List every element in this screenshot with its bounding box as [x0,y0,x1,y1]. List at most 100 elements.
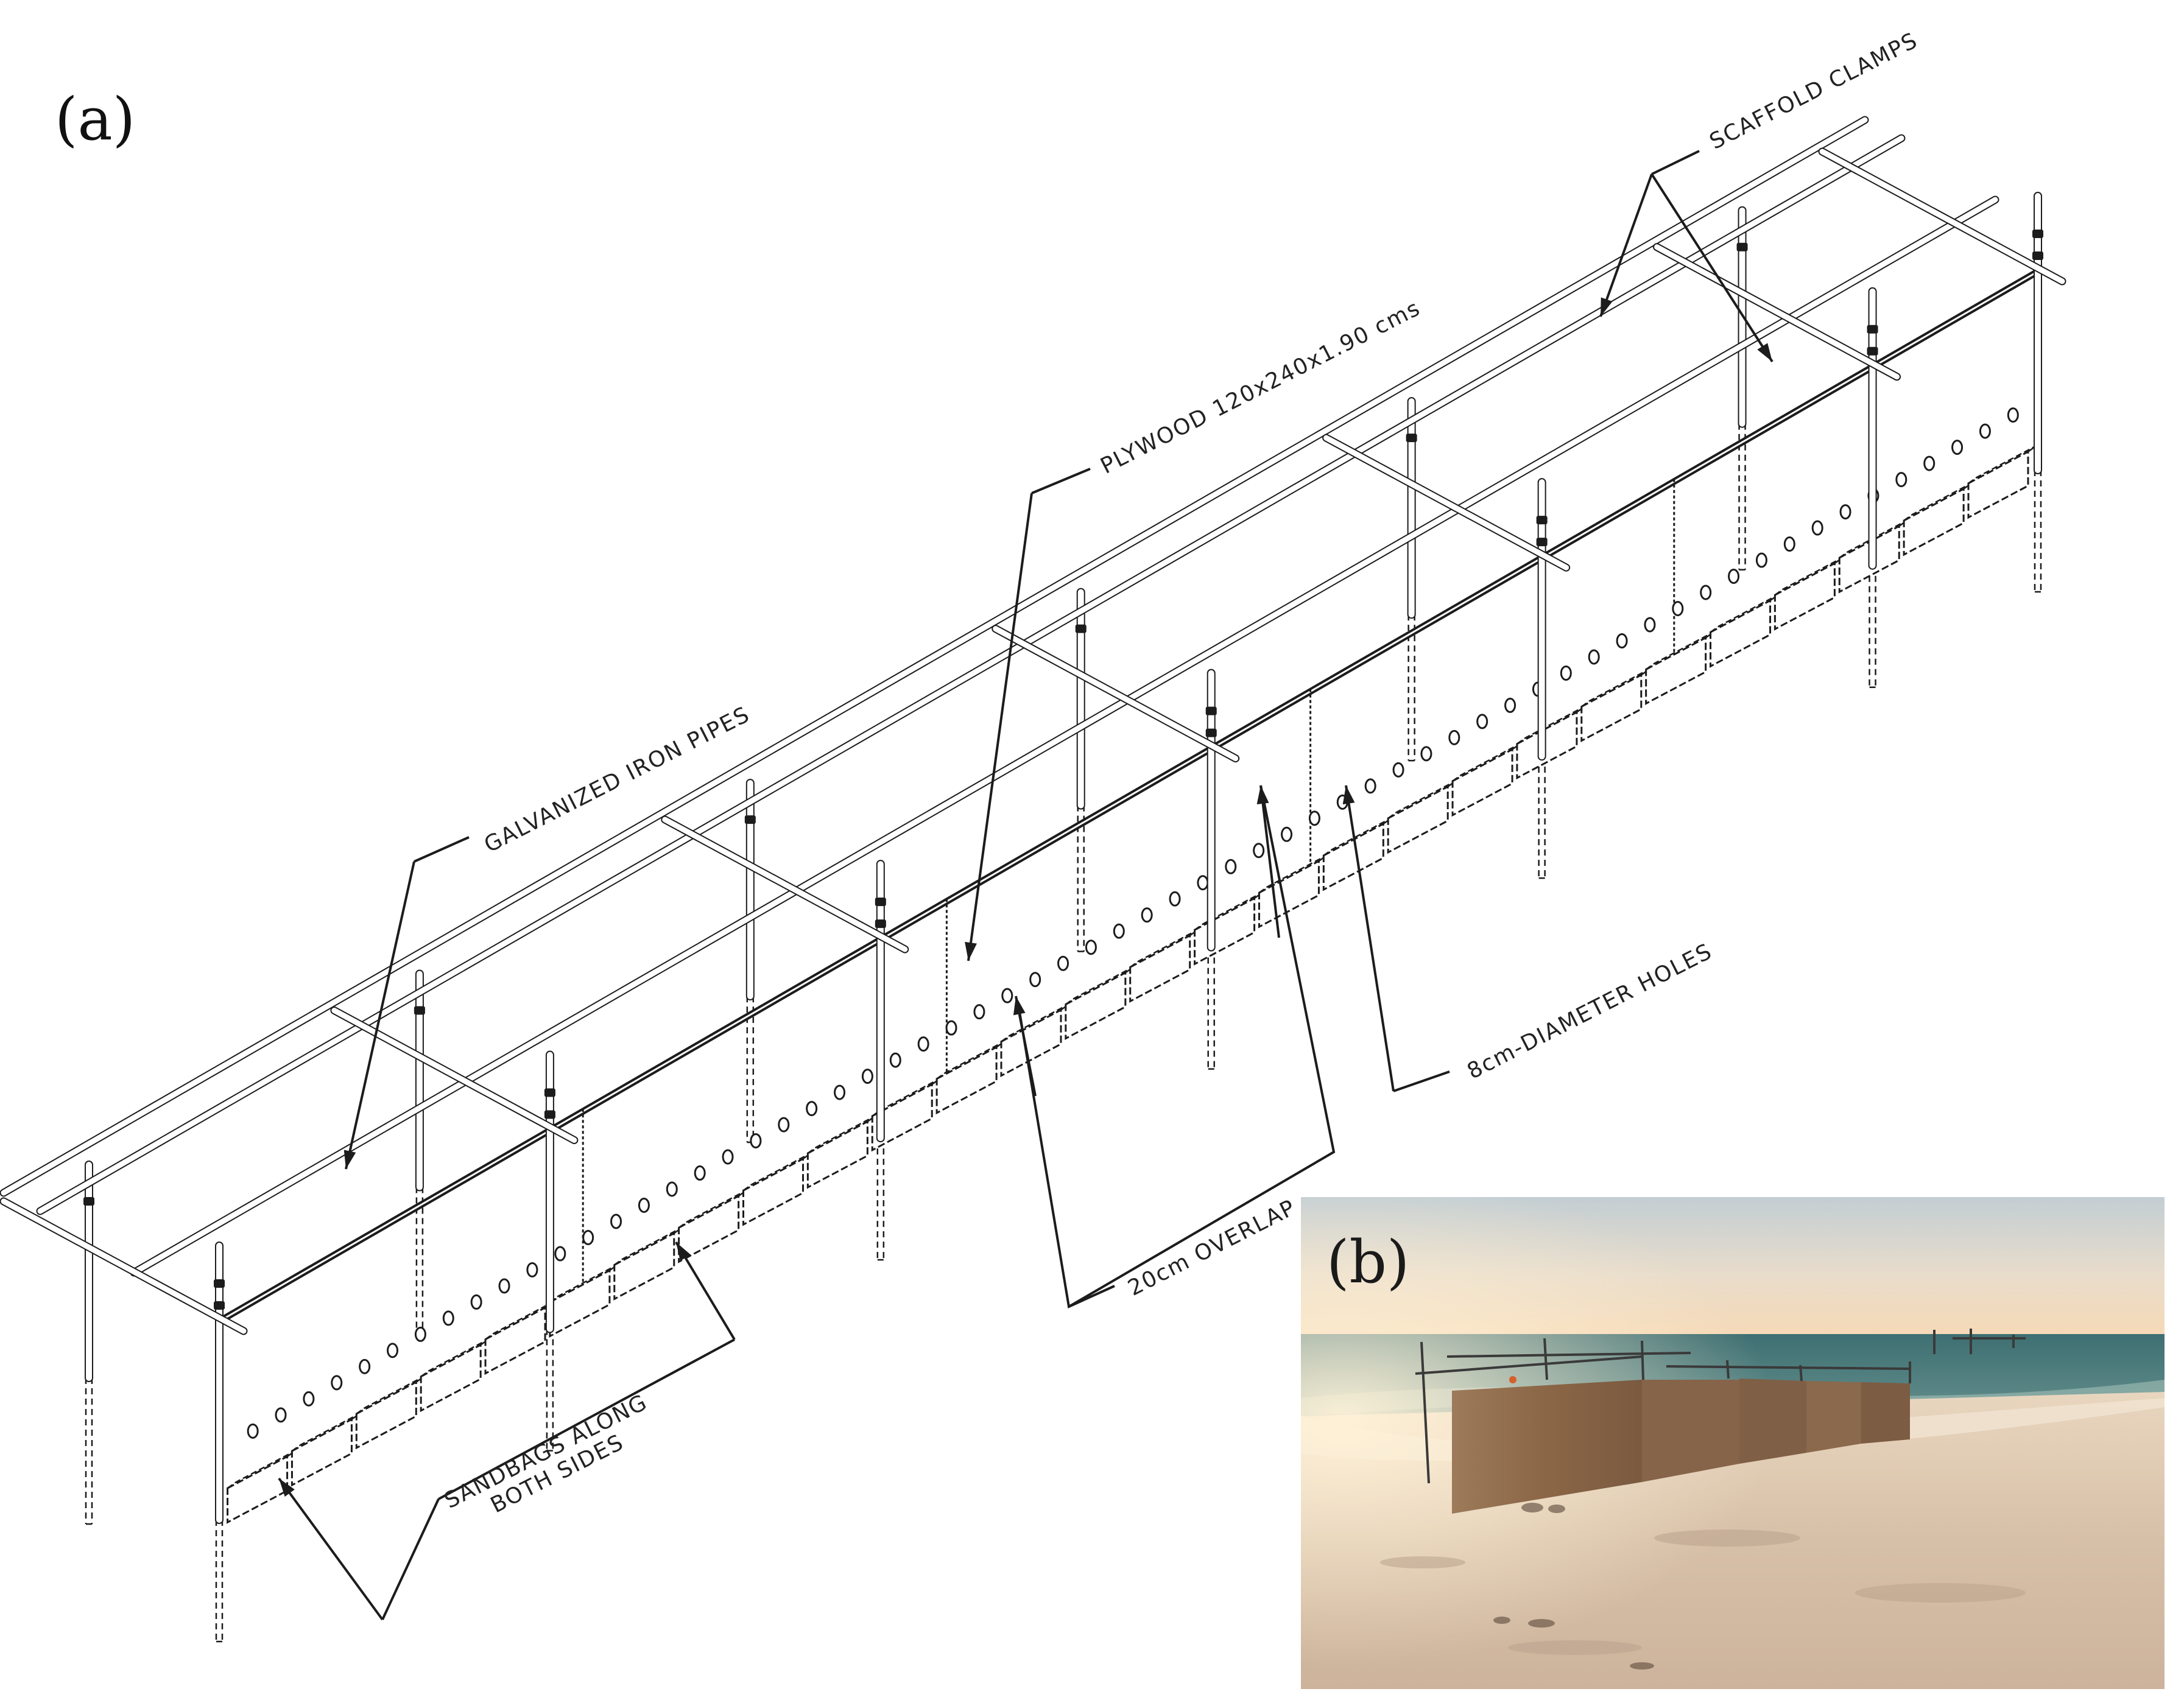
hole [1783,536,1795,552]
hole [1420,746,1432,762]
leader-sandbags-shoulder [381,1498,440,1620]
leader-overlap-b [1068,785,1336,1308]
cross-brace [0,1197,248,1335]
cross-brace [661,815,909,954]
sandbag [1322,822,1384,891]
leader-plywood [967,493,1033,961]
sandbag [1710,599,1772,668]
hole [1644,617,1656,633]
leader-overlap-arrow-2-head [1013,996,1026,1016]
hole [2007,407,2019,423]
panel-label-b: (b) [1326,1228,1410,1296]
back-buried-leg [1077,805,1085,952]
leader-clamps-a-head [1601,297,1613,317]
hole [973,1004,985,1020]
back-buried-leg [1407,614,1415,762]
scaffold-clamp [1075,624,1087,633]
leader-sandbags-b-head [676,1242,691,1261]
scaffold-clamp [1536,538,1548,547]
leader-clamps-b [1650,173,1774,363]
sandbags [227,444,2037,1524]
hole [610,1214,622,1229]
scaffold-clamp [214,1301,225,1310]
scaffold-clamp [2032,251,2043,260]
sandbag [291,1417,353,1487]
front-buried-leg [2034,470,2042,593]
cross-brace [1322,434,1571,572]
drainage-holes [247,407,2019,1439]
hole [1476,714,1488,729]
back-buried-leg [85,1378,93,1525]
leader-sandbags-b-line [438,1338,735,1500]
hole [359,1358,371,1374]
cross-brace [330,1006,579,1145]
leader-holes [1345,785,1395,1092]
scaffold-clamp [1406,434,1417,443]
sandbag [742,1157,805,1226]
hole [387,1343,399,1358]
sandbag [1000,1008,1062,1078]
leader-plywood-shoulder [1031,468,1091,494]
scaffold-clamp [544,1110,555,1119]
hole [331,1375,343,1391]
sandbag [613,1231,675,1301]
sandbag [1774,561,1836,631]
cross-brace [1653,243,1901,381]
sandbag [806,1120,868,1189]
panel-label-a: (a) [55,85,136,153]
hole [247,1423,259,1439]
leader-pipes-shoulder [414,836,470,863]
sandbag [420,1343,482,1413]
sandbag [1387,785,1449,854]
scaffold-clamp [1867,325,1878,334]
beach-photo-image [1301,1197,2165,1689]
hole [1839,504,1851,520]
pipe-frame [0,116,2066,1524]
hole [638,1198,650,1214]
sandbag [1967,450,2029,519]
hole [1169,891,1181,907]
leader-overlap-arrow [1259,785,1280,938]
hole [1923,455,1936,471]
hole [554,1246,566,1262]
sandbag-top [1968,444,2037,484]
hole [722,1149,734,1165]
leader-sandbags-a [278,1477,384,1621]
hole [582,1229,594,1245]
sandbag [1516,711,1578,780]
hole [1616,633,1628,648]
scaffold-clamp [414,1006,425,1015]
sandbag [227,1455,289,1524]
hole [470,1294,482,1310]
hole [1895,472,1907,488]
hole [442,1310,454,1326]
hole [1448,729,1460,745]
sandbag [1194,896,1256,966]
hole [1672,600,1684,616]
scaffold-clamp [1867,346,1878,356]
hole [861,1069,873,1084]
leader-plywood-head [965,941,977,961]
leader-holes-head [1342,785,1355,805]
leader-sandbags-b [675,1241,736,1341]
sandbag [1258,859,1320,929]
leader-lines [278,150,1774,1621]
hole [1253,843,1265,859]
hole [1811,520,1823,536]
leader-pipes [345,861,415,1170]
leader-holes-shoulder [1393,1070,1450,1092]
scaffold-clamp [214,1279,225,1288]
scaffold-clamp [1205,706,1217,715]
leader-sandbags-a-head [279,1478,295,1497]
scaffold-clamp [544,1088,555,1097]
hole [945,1020,957,1036]
front-buried-leg [876,1138,885,1261]
leader-pipes-head [343,1150,356,1169]
hole [1029,972,1041,988]
pipe-legs-below-ground [85,423,2042,1643]
hole [526,1262,538,1277]
hole [1392,762,1404,778]
hole [1225,859,1237,874]
scaffold-clamp [1736,242,1748,251]
hole [694,1165,706,1181]
